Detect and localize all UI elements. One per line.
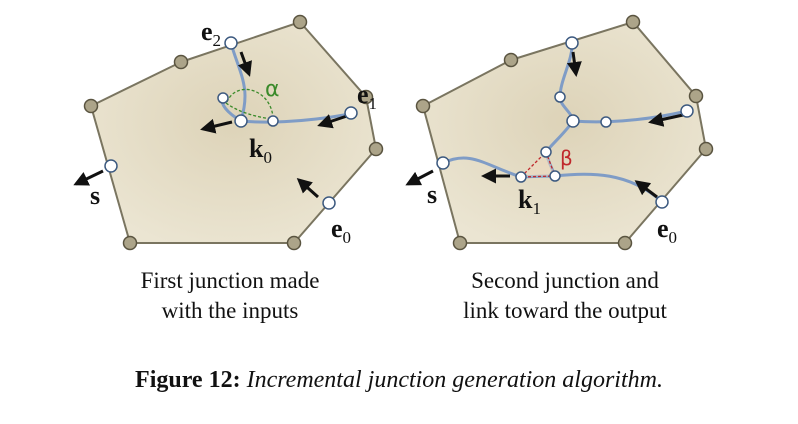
panel-right-caption: Second junction and link toward the outp… [400, 266, 730, 326]
node-s [104, 159, 118, 173]
panel-left-caption: First junction made with the inputs [70, 266, 390, 326]
arrow-s [405, 169, 434, 186]
arrow-e2 [237, 51, 252, 77]
right-curve-right [572, 109, 688, 124]
node-junction-mid [600, 116, 612, 128]
node-k1 [515, 171, 527, 183]
arrow-s [73, 169, 104, 186]
vertex [122, 235, 138, 251]
vertex [83, 98, 99, 114]
label-e0: e0 [657, 214, 677, 247]
node-junction-k0 [566, 114, 580, 128]
label-k1: k1 [518, 185, 541, 218]
vertex [452, 235, 468, 251]
panel-right: k1 e0 s β [405, 14, 714, 251]
vertex [688, 88, 704, 104]
vertex [368, 141, 384, 157]
label-e1: e1 [357, 80, 377, 113]
arrow-e1 [317, 114, 348, 129]
beta-triangle [519, 150, 556, 178]
label-alpha: α [265, 77, 280, 102]
panel-left: e2 e1 e0 k0 s α [73, 14, 384, 251]
vertex [617, 235, 633, 251]
label-e2: e2 [201, 17, 221, 50]
node-e0 [322, 196, 336, 210]
vertex [173, 54, 189, 70]
figure-caption-text: Incremental junction generation algorith… [246, 367, 663, 393]
label-beta: β [560, 146, 573, 170]
vertex [503, 52, 519, 68]
alpha-arc [226, 88, 274, 118]
figure-label: Figure 12: [135, 367, 241, 393]
panel-left-caption-line2: with the inputs [161, 298, 299, 323]
node-beta-right [549, 170, 561, 182]
vertex [358, 89, 374, 105]
vertex [625, 14, 641, 30]
panel-left-caption-line1: First junction made [140, 268, 320, 293]
node-s [436, 156, 450, 170]
node-e2 [224, 36, 238, 50]
vertex [415, 98, 431, 114]
arrow-top [566, 51, 582, 77]
arrow-right [648, 112, 684, 127]
node-junction-b [267, 115, 279, 127]
node-k0 [234, 114, 248, 128]
vertex [286, 235, 302, 251]
label-e0: e0 [331, 214, 351, 247]
node-junction-a [217, 92, 229, 104]
left-curve-e1-k0 [240, 112, 351, 124]
node-right [680, 104, 694, 118]
arrow-k0-out [200, 118, 233, 134]
label-s: s [90, 181, 100, 210]
node-junction-upper [554, 91, 566, 103]
label-k0: k0 [249, 134, 272, 167]
panel-right-caption-line2: link toward the output [463, 298, 667, 323]
vertex [292, 14, 308, 30]
figure-caption: Figure 12: Incremental junction generati… [0, 367, 798, 394]
panel-right-caption-line1: Second junction and [471, 268, 659, 293]
vertex [698, 141, 714, 157]
arrow-e0 [296, 177, 320, 199]
arrow-e0 [634, 180, 658, 199]
right-curve-s [442, 156, 522, 179]
node-beta-top [540, 146, 552, 158]
node-e1 [344, 106, 358, 120]
node-top [565, 36, 579, 50]
label-s: s [427, 180, 437, 209]
node-e0 [655, 195, 669, 209]
